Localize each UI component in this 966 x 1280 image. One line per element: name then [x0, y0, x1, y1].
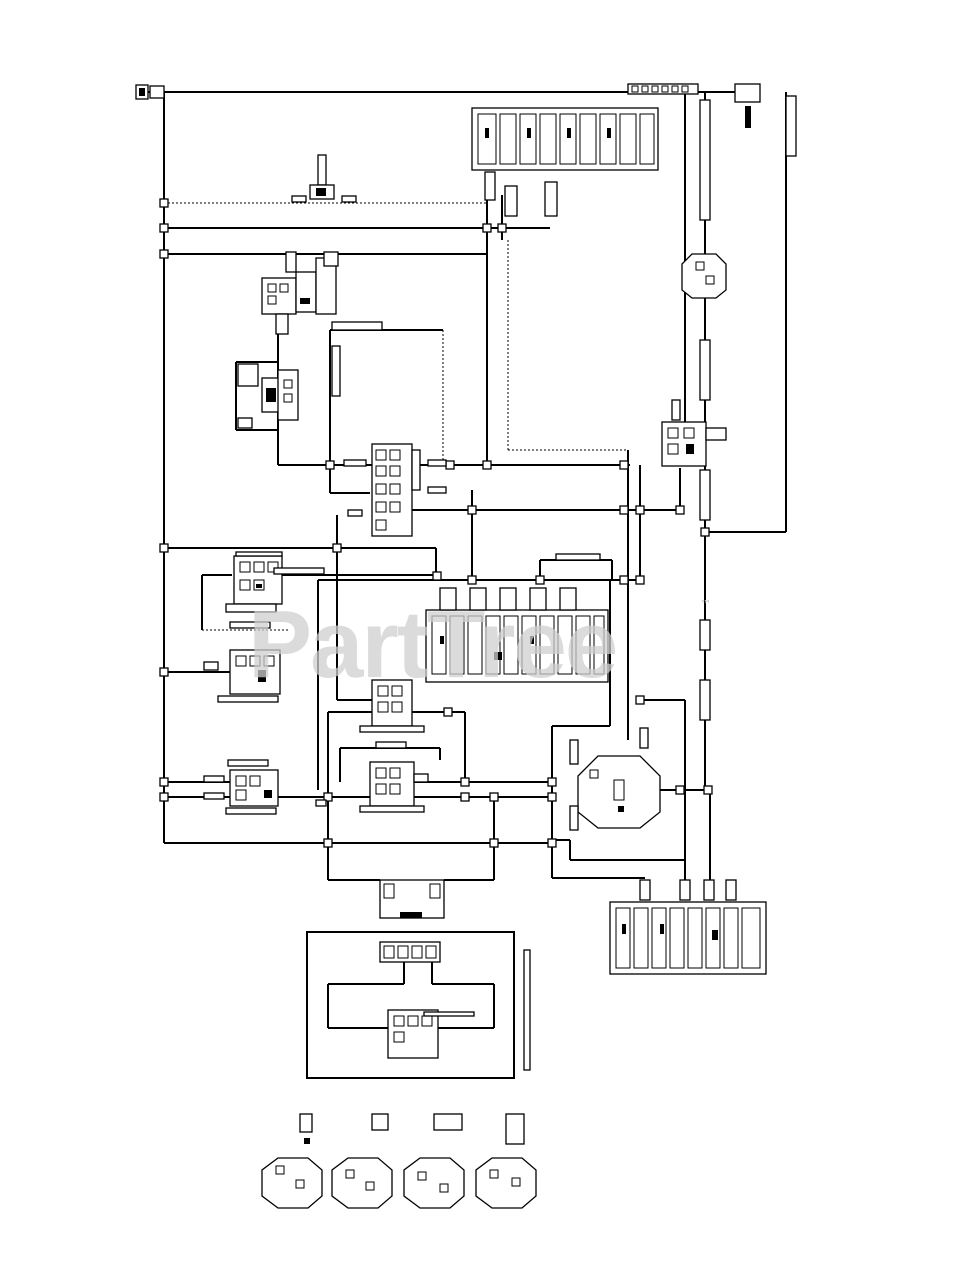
- central-connector-block: [425, 587, 609, 683]
- regulator: [681, 253, 727, 299]
- clutch-switch: [359, 761, 429, 813]
- solenoid: [661, 399, 727, 467]
- starter-motor: [569, 727, 661, 831]
- main-bus-wires: [145, 91, 787, 881]
- ignition-module: [471, 107, 659, 217]
- engine-connector: [379, 879, 445, 919]
- junction-nodes: [159, 198, 713, 848]
- seat-switch: [203, 769, 279, 815]
- seat-switch-block: [343, 443, 447, 537]
- trademark-symbol: ™: [700, 598, 711, 611]
- inset-detail: [306, 931, 531, 1079]
- relay-cluster: [261, 251, 383, 335]
- wire-tags-right: [699, 95, 797, 721]
- wire-tags-misc: [227, 553, 601, 807]
- top-connector-strip: [627, 83, 761, 128]
- connector-face-2: [331, 1113, 393, 1209]
- reverse-switch: [359, 679, 425, 733]
- battery-terminal: [135, 84, 165, 100]
- connector-face-4: [475, 1113, 537, 1209]
- harness-connector: [609, 879, 767, 975]
- brake-switch: [203, 649, 281, 703]
- fuse-block: [291, 154, 357, 203]
- key-switch: [225, 551, 283, 613]
- pto-switch: [237, 345, 341, 429]
- connector-face-3: [403, 1113, 465, 1209]
- connector-face-1: [261, 1113, 323, 1209]
